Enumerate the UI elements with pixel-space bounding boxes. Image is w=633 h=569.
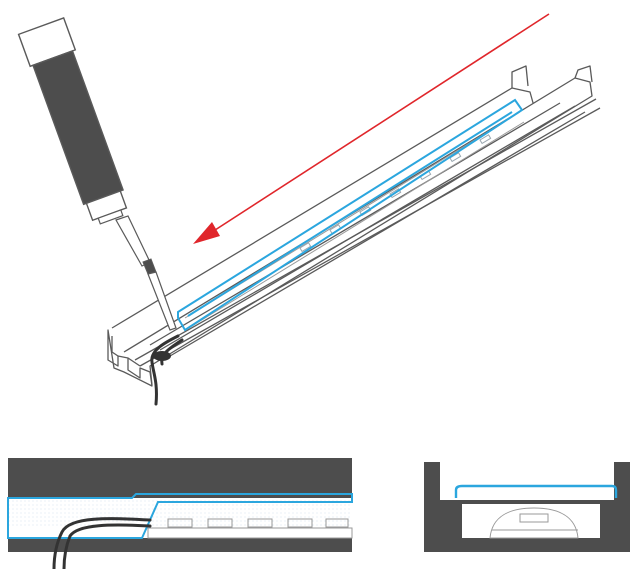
cable-icon	[52, 517, 152, 569]
side-section-detail	[7, 458, 353, 569]
cable-gland-icon	[153, 351, 171, 361]
led-strip-icon	[489, 507, 579, 539]
cable-icon	[150, 334, 184, 406]
sealant-applicator-icon	[17, 17, 177, 331]
sealant-line-icon	[177, 98, 524, 332]
led-strip-icon	[147, 518, 353, 539]
direction-arrow-icon	[193, 13, 550, 244]
sealant-line-icon	[454, 484, 618, 498]
profile-cross-section-icon	[424, 462, 630, 552]
sealant-line-icon	[7, 493, 353, 539]
